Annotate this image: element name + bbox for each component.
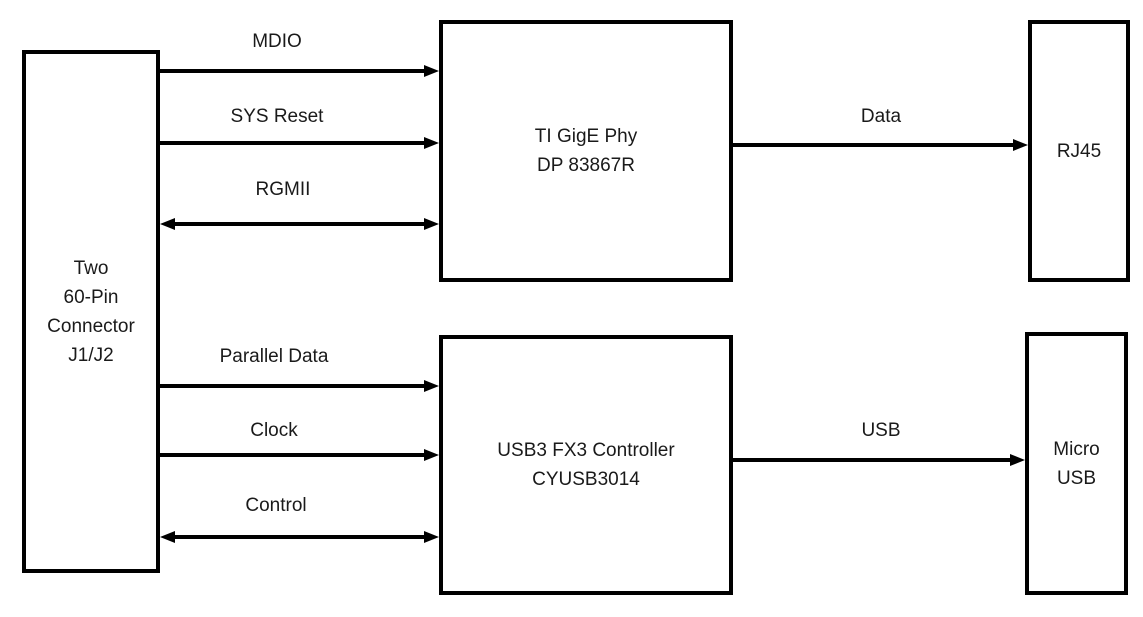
connection-label-parallel-data: Parallel Data bbox=[219, 346, 329, 367]
arrowhead-left-icon bbox=[160, 218, 175, 230]
arrow-rgmii bbox=[160, 218, 439, 230]
arrowhead-right-icon bbox=[1013, 139, 1028, 151]
block-microusb-label: Micro USB bbox=[1053, 438, 1100, 489]
connection-label-sys-reset: SYS Reset bbox=[230, 106, 324, 127]
connection-label-rgmii: RGMII bbox=[255, 179, 311, 200]
connection-label-clock: Clock bbox=[250, 420, 298, 441]
arrowhead-right-icon bbox=[424, 218, 439, 230]
arrow-shaft bbox=[160, 384, 426, 388]
block-phy-label: TI GigE Phy DP 83867R bbox=[534, 126, 638, 176]
arrow-shaft bbox=[733, 143, 1015, 147]
arrow-shaft bbox=[733, 458, 1012, 462]
arrowhead-right-icon bbox=[1010, 454, 1025, 466]
arrow-control bbox=[160, 531, 439, 543]
block-micro-usb: Micro USB bbox=[1025, 332, 1128, 595]
arrowhead-right-icon bbox=[424, 137, 439, 149]
arrowhead-right-icon bbox=[424, 449, 439, 461]
arrowhead-right-icon bbox=[424, 65, 439, 77]
block-rj45: RJ45 bbox=[1028, 20, 1130, 282]
connection-label-data: Data bbox=[860, 106, 902, 127]
connection-label-control: Control bbox=[245, 495, 307, 516]
connection-label-mdio: MDIO bbox=[252, 31, 302, 52]
arrow-mdio bbox=[160, 65, 439, 77]
arrow-clock bbox=[160, 449, 439, 461]
block-connector-label: Two 60-Pin Connector J1/J2 bbox=[47, 257, 135, 366]
arrow-shaft bbox=[173, 535, 426, 539]
block-fx3-label: USB3 FX3 Controller CYUSB3014 bbox=[497, 440, 675, 490]
connection-label-usb: USB bbox=[861, 420, 901, 441]
arrow-shaft bbox=[160, 453, 426, 457]
block-rj45-label: RJ45 bbox=[1056, 140, 1102, 162]
arrowhead-left-icon bbox=[160, 531, 175, 543]
arrowhead-right-icon bbox=[424, 531, 439, 543]
arrow-sys-reset bbox=[160, 137, 439, 149]
block-connector-j1j2: Two 60-Pin Connector J1/J2 bbox=[22, 50, 160, 573]
arrow-data bbox=[733, 139, 1028, 151]
block-ti-gige-phy: TI GigE Phy DP 83867R bbox=[439, 20, 733, 282]
arrowhead-right-icon bbox=[424, 380, 439, 392]
arrow-usb bbox=[733, 454, 1025, 466]
arrow-shaft bbox=[173, 222, 426, 226]
arrow-parallel-data bbox=[160, 380, 439, 392]
arrow-shaft bbox=[160, 69, 426, 73]
block-usb3-fx3-controller: USB3 FX3 Controller CYUSB3014 bbox=[439, 335, 733, 595]
arrow-shaft bbox=[160, 141, 426, 145]
